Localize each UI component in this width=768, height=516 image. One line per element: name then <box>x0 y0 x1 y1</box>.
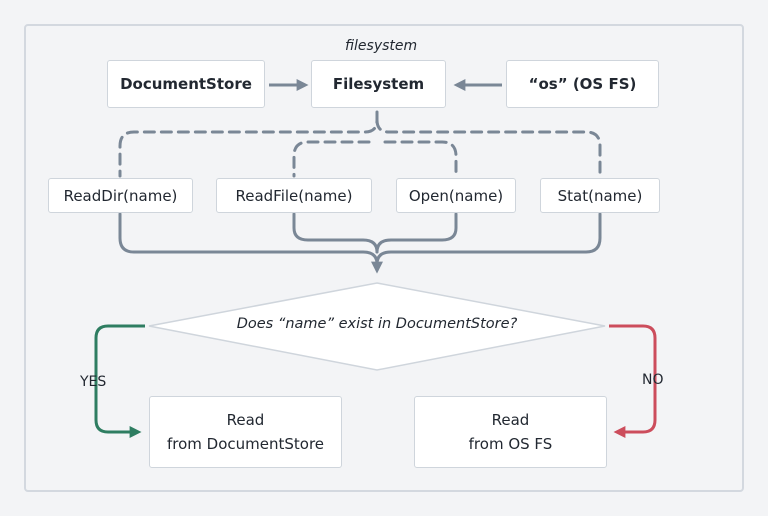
method-readfile: ReadFile(name) <box>216 178 372 213</box>
read-os-line2: from OS FS <box>468 435 553 453</box>
method-open: Open(name) <box>396 178 516 213</box>
no-label: NO <box>642 372 664 388</box>
decision-diamond <box>148 282 606 371</box>
read-store-line2: from DocumentStore <box>166 435 325 453</box>
os-fs-box: “os” (OS FS) <box>506 60 659 108</box>
yes-branch-connector <box>94 324 145 438</box>
method-readdir: ReadDir(name) <box>48 178 193 213</box>
filesystem-box: Filesystem <box>311 60 446 108</box>
solid-merge-brace <box>118 212 602 274</box>
read-from-documentstore-box: Read from DocumentStore <box>149 396 342 468</box>
read-store-line1: Read <box>226 411 265 429</box>
yes-label: YES <box>80 374 107 390</box>
method-stat: Stat(name) <box>540 178 660 213</box>
decision-question: Does “name” exist in DocumentStore? <box>236 316 518 332</box>
dashed-fanout-brace <box>118 110 602 178</box>
documentstore-box: DocumentStore <box>107 60 265 108</box>
no-branch-connector <box>609 324 657 438</box>
read-os-line1: Read <box>491 411 530 429</box>
diagram-caption: filesystem <box>345 38 418 54</box>
read-from-osfs-box: Read from OS FS <box>414 396 607 468</box>
